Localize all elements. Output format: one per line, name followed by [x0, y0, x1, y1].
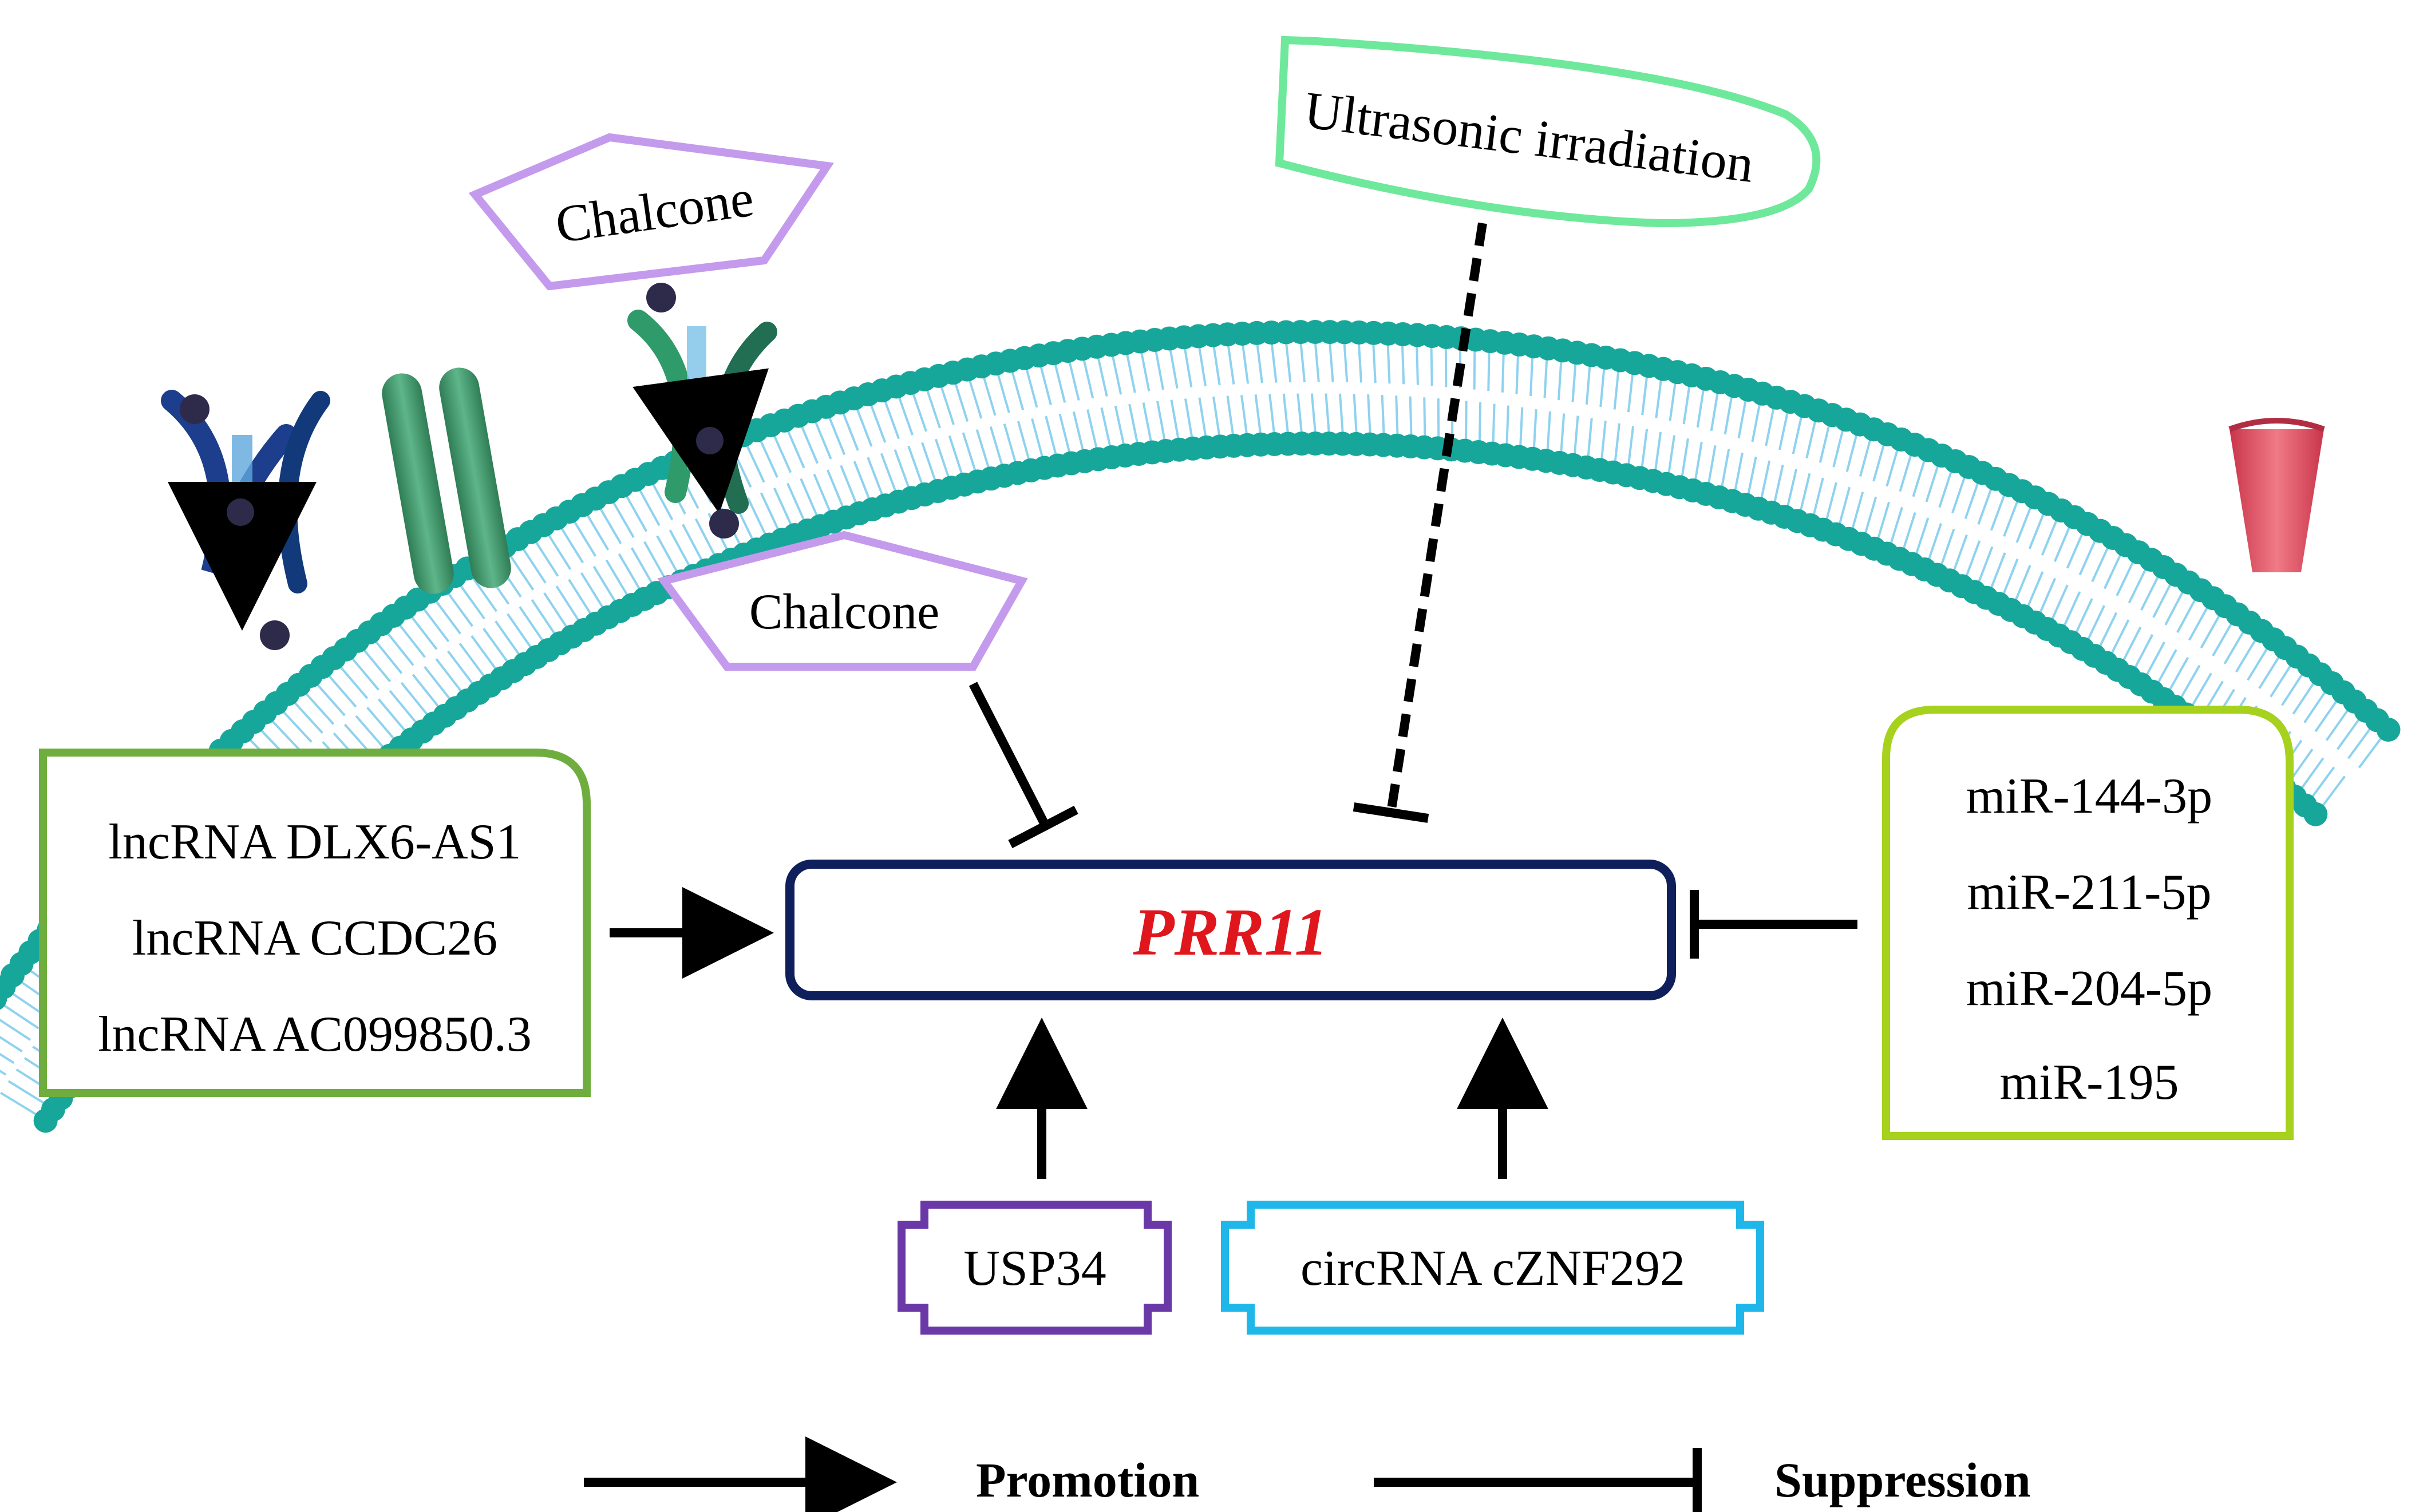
chalcone-inner-label: Chalcone	[749, 584, 939, 640]
lncrna-item-2: lncRNA CCDC26	[132, 911, 497, 966]
circrna-box-shape	[1221, 1201, 1764, 1335]
ion-channel-chalcone-icon	[627, 283, 777, 539]
chalcone-outer-node: Chalcone	[468, 133, 835, 291]
prr11-box	[785, 860, 1676, 1000]
circrna-label: circRNA cZNF292	[1300, 1241, 1685, 1296]
circrna-node: circRNA cZNF292	[1221, 1201, 1764, 1335]
mirna-item-1: miR-144-3p	[1966, 769, 2212, 824]
mirna-inhibition-edge	[1690, 890, 1857, 959]
lncrna-item-3: lncRNA AC099850.3	[98, 1007, 532, 1062]
mirna-item-4: miR-195	[2000, 1055, 2179, 1110]
chalcone-inner-shape	[657, 531, 1028, 671]
chalcone-inhibition-edge	[969, 682, 1078, 849]
legend: Promotion Suppression	[584, 1436, 2031, 1512]
transmembrane-protein-red-icon	[2228, 418, 2325, 572]
prr11-node: PRR11	[785, 860, 1676, 1000]
chalcone-outer-shape	[468, 133, 835, 291]
prr11-label: PRR11	[1133, 894, 1329, 969]
mirna-item-2: miR-211-5p	[1967, 865, 2212, 920]
ultrasonic-irradiation-shape	[1275, 35, 1821, 228]
lncrna-box-shape	[39, 749, 591, 1097]
ion-channel-left-icon	[161, 390, 330, 650]
lncrna-item-1: lncRNA DLX6-AS1	[108, 814, 521, 870]
usp34-label: USP34	[963, 1241, 1106, 1296]
mirna-box-shape	[1882, 706, 2294, 1140]
mirna-box: miR-144-3p miR-211-5p miR-204-5p miR-195	[1882, 706, 2294, 1140]
ultrasonic-irradiation-node: Ultrasonic irradiation	[1275, 35, 1821, 228]
chalcone-inner-node: Chalcone	[657, 531, 1028, 671]
usp34-node: USP34	[898, 1201, 1172, 1335]
usp34-box-shape	[898, 1201, 1172, 1335]
mirna-item-3: miR-204-5p	[1966, 961, 2212, 1016]
transmembrane-protein-green-icon	[382, 367, 511, 594]
legend-suppression-label: Suppression	[1774, 1452, 2031, 1507]
lncrna-box: lncRNA DLX6-AS1 lncRNA CCDC26 lncRNA AC0…	[39, 749, 591, 1097]
legend-promotion-label: Promotion	[976, 1452, 1199, 1507]
ultrasonic-inhibition-edge	[1353, 222, 1487, 823]
